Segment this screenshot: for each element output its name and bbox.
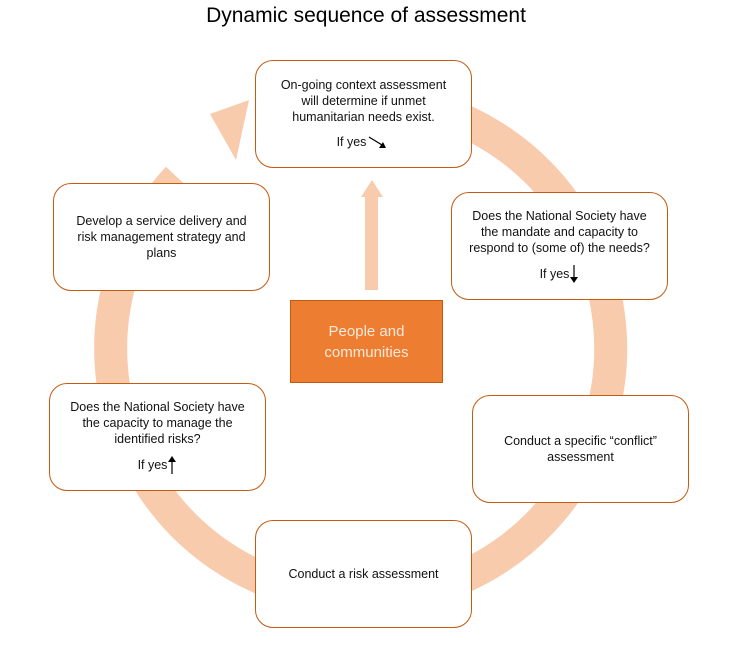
step-conflict-assessment: Conduct a specific “conflict” assessment xyxy=(472,395,689,503)
step-text: Develop a service delivery and risk mana… xyxy=(76,214,247,260)
condition-if-yes: If yes xyxy=(138,455,178,475)
condition-label: If yes xyxy=(336,135,367,149)
step-mandate-capacity: Does the National Society have the manda… xyxy=(451,192,668,300)
step-manage-risks-capacity: Does the National Society have the capac… xyxy=(49,383,266,491)
step-risk-assessment: Conduct a risk assessment xyxy=(255,520,472,628)
diagram-title: Dynamic sequence of assessment xyxy=(206,4,526,27)
step-strategy-plans: Develop a service delivery and risk mana… xyxy=(53,183,270,291)
step-text: Conduct a specific “conflict” assessment xyxy=(504,434,657,464)
step-text: Does the National Society have the capac… xyxy=(70,400,245,446)
cycle-arrowhead xyxy=(210,100,249,160)
step-text: Does the National Society have the manda… xyxy=(469,209,650,255)
step-text: On-going context assessment will determi… xyxy=(280,78,447,124)
condition-label: If yes xyxy=(539,267,570,281)
condition-if-yes: If yes xyxy=(337,133,391,151)
condition-label: If yes xyxy=(137,458,168,472)
arrow-up-icon xyxy=(168,456,177,474)
step-text: Conduct a risk assessment xyxy=(288,567,439,581)
center-up-arrow-shaft xyxy=(365,196,378,290)
arrow-down-icon xyxy=(570,265,579,283)
condition-if-yes: If yes xyxy=(540,264,580,284)
step-context-assessment: On-going context assessment will determi… xyxy=(255,60,472,168)
arrow-down-right-icon xyxy=(369,136,387,148)
center-up-arrow-head xyxy=(361,180,383,197)
center-people-communities: People and communities xyxy=(290,300,443,383)
